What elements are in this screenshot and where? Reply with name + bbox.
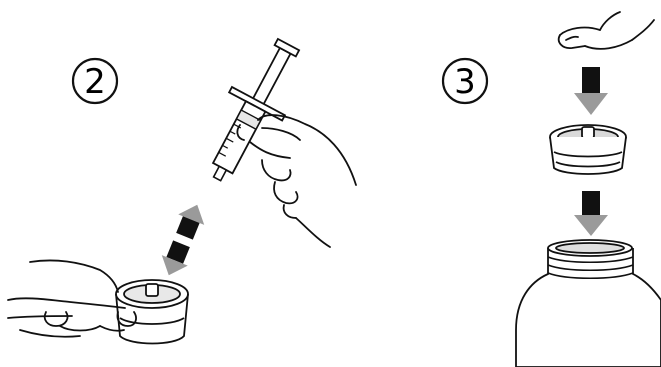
double-arrow-icon xyxy=(161,204,205,276)
circled-number-2-icon: 2 xyxy=(71,57,119,105)
step-3-panel: 3 xyxy=(441,11,661,367)
bottle-adapter-icon xyxy=(115,279,189,345)
down-arrow-icon xyxy=(574,191,608,236)
syringe-icon xyxy=(211,37,301,182)
bottle-adapter-icon xyxy=(549,124,627,175)
hand-icon xyxy=(236,114,357,248)
step-2-number: 2 xyxy=(84,62,106,102)
step-3-number: 3 xyxy=(454,62,476,102)
finger-icon xyxy=(557,11,655,50)
down-arrow-icon xyxy=(574,67,608,115)
step-2-panel: 2 xyxy=(7,37,357,345)
circled-number-3-icon: 3 xyxy=(441,57,489,105)
hand-icon xyxy=(7,259,137,338)
bottle-icon xyxy=(515,239,661,367)
